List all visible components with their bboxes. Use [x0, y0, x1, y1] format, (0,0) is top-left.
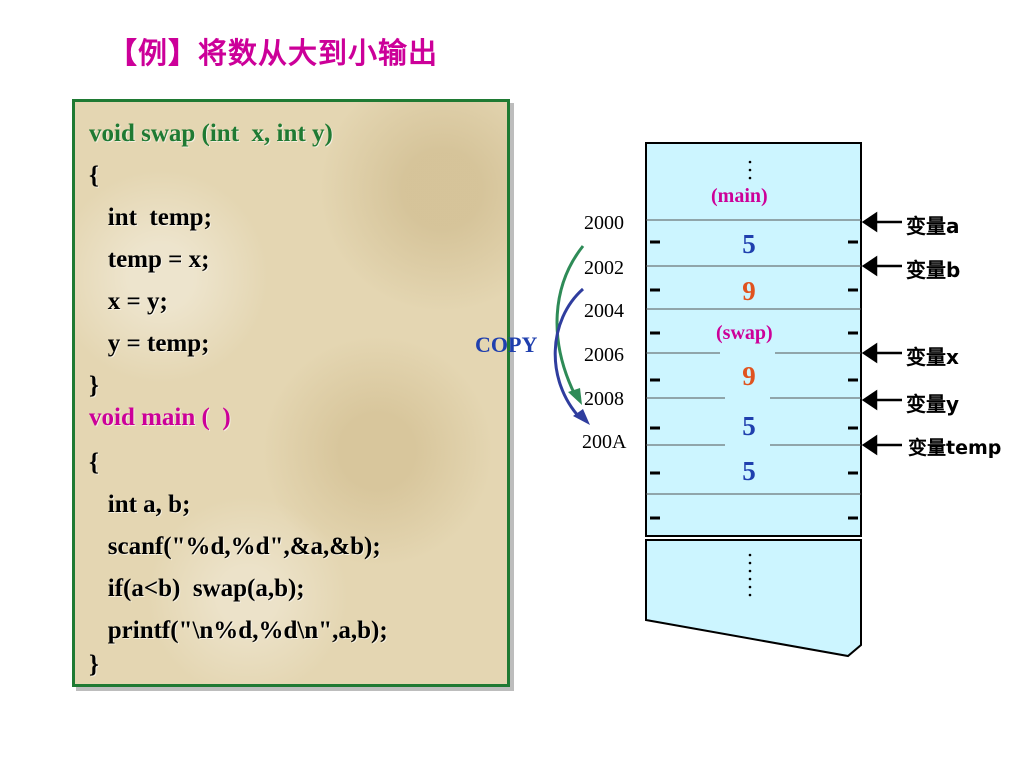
code-line: {	[89, 162, 99, 189]
variable-label-y: 变量y	[906, 392, 960, 416]
address-label: 2002	[584, 257, 624, 279]
ellipsis-dot	[748, 585, 752, 589]
code-line: }	[89, 651, 99, 678]
address-label: 200A	[582, 431, 627, 453]
address-label: 2004	[584, 300, 624, 322]
value-y: 5	[742, 411, 756, 441]
ellipsis-dot	[748, 168, 752, 172]
code-line: void main ( )	[89, 404, 231, 431]
code-line: if(a<b) swap(a,b);	[89, 575, 305, 602]
code-line: x = y;	[89, 288, 168, 315]
value-x: 9	[742, 361, 756, 391]
copy-arrow-green	[555, 245, 585, 396]
address-label: 2006	[584, 344, 624, 366]
ellipsis-dot	[748, 160, 752, 164]
value-temp: 5	[742, 456, 756, 486]
slide-title: 【例】将数从大到小输出	[108, 36, 439, 70]
code-line: {	[89, 449, 99, 476]
memory-rows	[646, 219, 861, 495]
ellipsis-dot	[748, 593, 752, 597]
ellipsis-dot	[748, 561, 752, 565]
arrow-b-head	[861, 255, 878, 277]
memory-ticks	[650, 240, 858, 520]
code-line: void swap (int x, int y)	[89, 120, 333, 147]
ellipsis-dot	[748, 569, 752, 573]
code-line: int a, b;	[89, 491, 191, 518]
copy-label: COPY	[475, 332, 538, 357]
address-label: 2008	[584, 388, 624, 410]
arrow-y-head	[861, 389, 878, 411]
address-label: 2000	[584, 212, 624, 234]
variable-label-b: 变量b	[906, 258, 961, 282]
top-ellipsis-dots	[748, 160, 752, 180]
variable-label-a: 变量a	[906, 214, 960, 238]
code-line: y = temp;	[89, 330, 210, 357]
code-panel: void swap (int x, int y) { int temp; tem…	[72, 99, 510, 687]
ellipsis-dot	[748, 577, 752, 581]
code-line: temp = x;	[89, 246, 210, 273]
memory-block	[645, 142, 862, 537]
arrow-x-head	[861, 342, 878, 364]
code-line: int temp;	[89, 204, 212, 231]
memory-block-lower	[645, 539, 862, 658]
code-line: scanf("%d,%d",&a,&b);	[89, 533, 381, 560]
region-label-swap: (swap)	[716, 322, 773, 344]
copy-arrow-blue	[553, 287, 584, 420]
variable-label-temp: 变量temp	[908, 437, 1002, 459]
region-label-main: (main)	[711, 185, 768, 207]
variable-arrows	[861, 211, 902, 456]
value-a: 5	[742, 229, 756, 259]
arrow-a-head	[861, 211, 878, 233]
ellipsis-dot	[748, 553, 752, 557]
arrow-temp-head	[861, 434, 878, 456]
value-b: 9	[742, 276, 756, 306]
code-line: }	[89, 372, 99, 399]
copy-arrow-green-head	[568, 388, 582, 405]
variable-label-x: 变量x	[906, 345, 959, 369]
copy-arrow-blue-head	[573, 409, 590, 425]
code-line: printf("\n%d,%d\n",a,b);	[89, 617, 388, 644]
ellipsis-dot	[748, 176, 752, 180]
bottom-ellipsis-dots	[748, 553, 752, 597]
